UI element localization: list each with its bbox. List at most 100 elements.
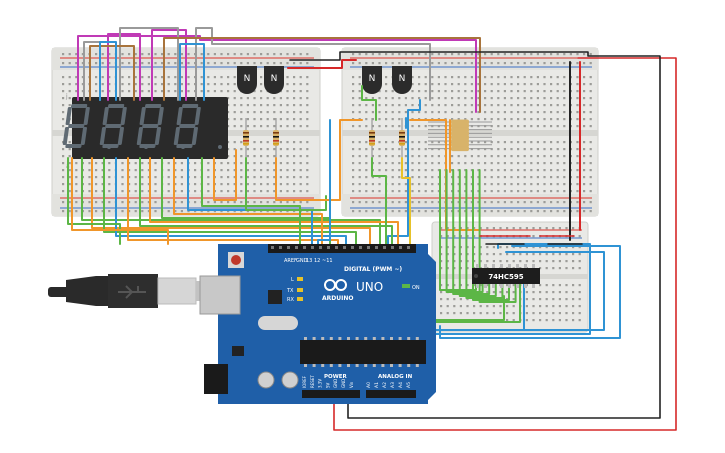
breadboard-hole — [532, 305, 535, 308]
power-header[interactable] — [302, 390, 360, 398]
breadboard-hole — [451, 97, 454, 100]
resistor-band — [369, 143, 375, 145]
breadboard-hole — [286, 83, 289, 86]
breadboard-hole — [75, 183, 78, 186]
breadboard-hole — [444, 104, 447, 107]
breadboard-hole — [484, 201, 487, 204]
breadboard-hole — [565, 246, 568, 249]
breadboard-hole — [286, 148, 289, 151]
breadboard-hole — [227, 97, 230, 100]
breadboard-hole — [187, 83, 190, 86]
breadboard-hole — [128, 169, 131, 172]
breadboard-hole — [437, 176, 440, 179]
breadboard-hole — [108, 176, 111, 179]
reset-button[interactable] — [228, 252, 244, 268]
breadboard-hole — [378, 97, 381, 100]
breadboard-hole — [141, 76, 144, 79]
breadboard-hole — [473, 227, 476, 230]
breadboard-hole — [477, 90, 480, 93]
wire — [289, 51, 661, 419]
breadboard-hole — [134, 169, 137, 172]
breadboard-hole — [260, 176, 263, 179]
breadboard-hole — [365, 118, 368, 121]
breadboard-hole — [418, 201, 421, 204]
display-segment — [99, 127, 106, 145]
breadboard-hole — [213, 83, 216, 86]
breadboard-hole — [543, 104, 546, 107]
usb-cable[interactable] — [48, 274, 218, 308]
analog-label: ANALOG IN — [378, 374, 413, 380]
arduino-uno-board[interactable]: AREF GND 13 12 ~11 DIGITAL (PWM ~) L TX … — [199, 244, 436, 404]
breadboard-hole — [451, 62, 454, 65]
breadboard-hole — [207, 90, 210, 93]
digital-header[interactable] — [268, 244, 416, 253]
breadboard-hole — [525, 305, 528, 308]
transistor-3[interactable]: N — [362, 66, 382, 94]
breadboard-hole — [207, 183, 210, 186]
seven-segment-display[interactable] — [62, 97, 228, 159]
breadboard-hole — [227, 62, 230, 65]
breadboard-hole — [440, 291, 443, 294]
breadboard-hole — [358, 76, 361, 79]
wire — [287, 59, 357, 69]
resistor-body — [399, 130, 405, 146]
breadboard-hole — [279, 169, 282, 172]
breadboard-hole — [572, 267, 575, 270]
breadboard-hole — [299, 97, 302, 100]
transistor-2[interactable]: N — [264, 66, 284, 94]
breadboard-hole — [279, 176, 282, 179]
breadboard-hole — [167, 76, 170, 79]
breadboard-hole — [213, 62, 216, 65]
breadboard-hole — [519, 227, 522, 230]
breadboard-hole — [411, 97, 414, 100]
rx-led — [297, 297, 303, 301]
breadboard-hole — [95, 201, 98, 204]
breadboard-hole — [385, 90, 388, 93]
breadboard-hole — [385, 104, 388, 107]
breadboard-hole — [62, 155, 65, 158]
breadboard-hole — [286, 90, 289, 93]
breadboard-hole — [589, 183, 592, 186]
model-label: UNO — [356, 280, 383, 294]
power-pin-label: GND — [341, 379, 346, 388]
breadboard-hole — [437, 111, 440, 114]
breadboard-hole — [293, 62, 296, 65]
breadboard-hole — [558, 227, 561, 230]
breadboard-hole — [583, 210, 586, 213]
breadboard-hole — [556, 190, 559, 193]
header-pin — [407, 246, 410, 249]
analog-header[interactable] — [366, 390, 416, 398]
breadboard-hole — [207, 210, 210, 213]
shift-register-74hc595[interactable]: 74HC595 — [472, 264, 540, 288]
wire — [71, 157, 169, 245]
breadboard-hole — [371, 148, 374, 151]
breadboard-hole — [68, 83, 71, 86]
transistor-1[interactable]: N — [237, 66, 257, 94]
analog-pin-label: A1 — [374, 382, 380, 388]
breadboard-hole — [457, 155, 460, 158]
breadboard-hole — [371, 104, 374, 107]
breadboard-hole — [293, 201, 296, 204]
breadboard-hole — [75, 201, 78, 204]
breadboard-hole — [563, 141, 566, 144]
header-pin — [303, 246, 306, 249]
breadboard-hole — [532, 260, 535, 263]
breadboard-hole — [398, 118, 401, 121]
breadboard-hole — [459, 253, 462, 256]
breadboard-hole — [180, 210, 183, 213]
breadboard-hole — [167, 62, 170, 65]
breadboard-hole — [62, 104, 65, 107]
breadboard-hole — [490, 183, 493, 186]
breadboard-hole — [506, 227, 509, 230]
on-led — [402, 284, 410, 288]
breadboard-hole — [484, 183, 487, 186]
breadboard-hole — [161, 83, 164, 86]
breadboard-hole — [68, 62, 71, 65]
breadboard-hole — [141, 90, 144, 93]
transistor-4[interactable]: N — [392, 66, 412, 94]
breadboard-hole — [411, 148, 414, 151]
breadboard-hole — [558, 312, 561, 315]
breadboard-hole — [576, 53, 579, 56]
